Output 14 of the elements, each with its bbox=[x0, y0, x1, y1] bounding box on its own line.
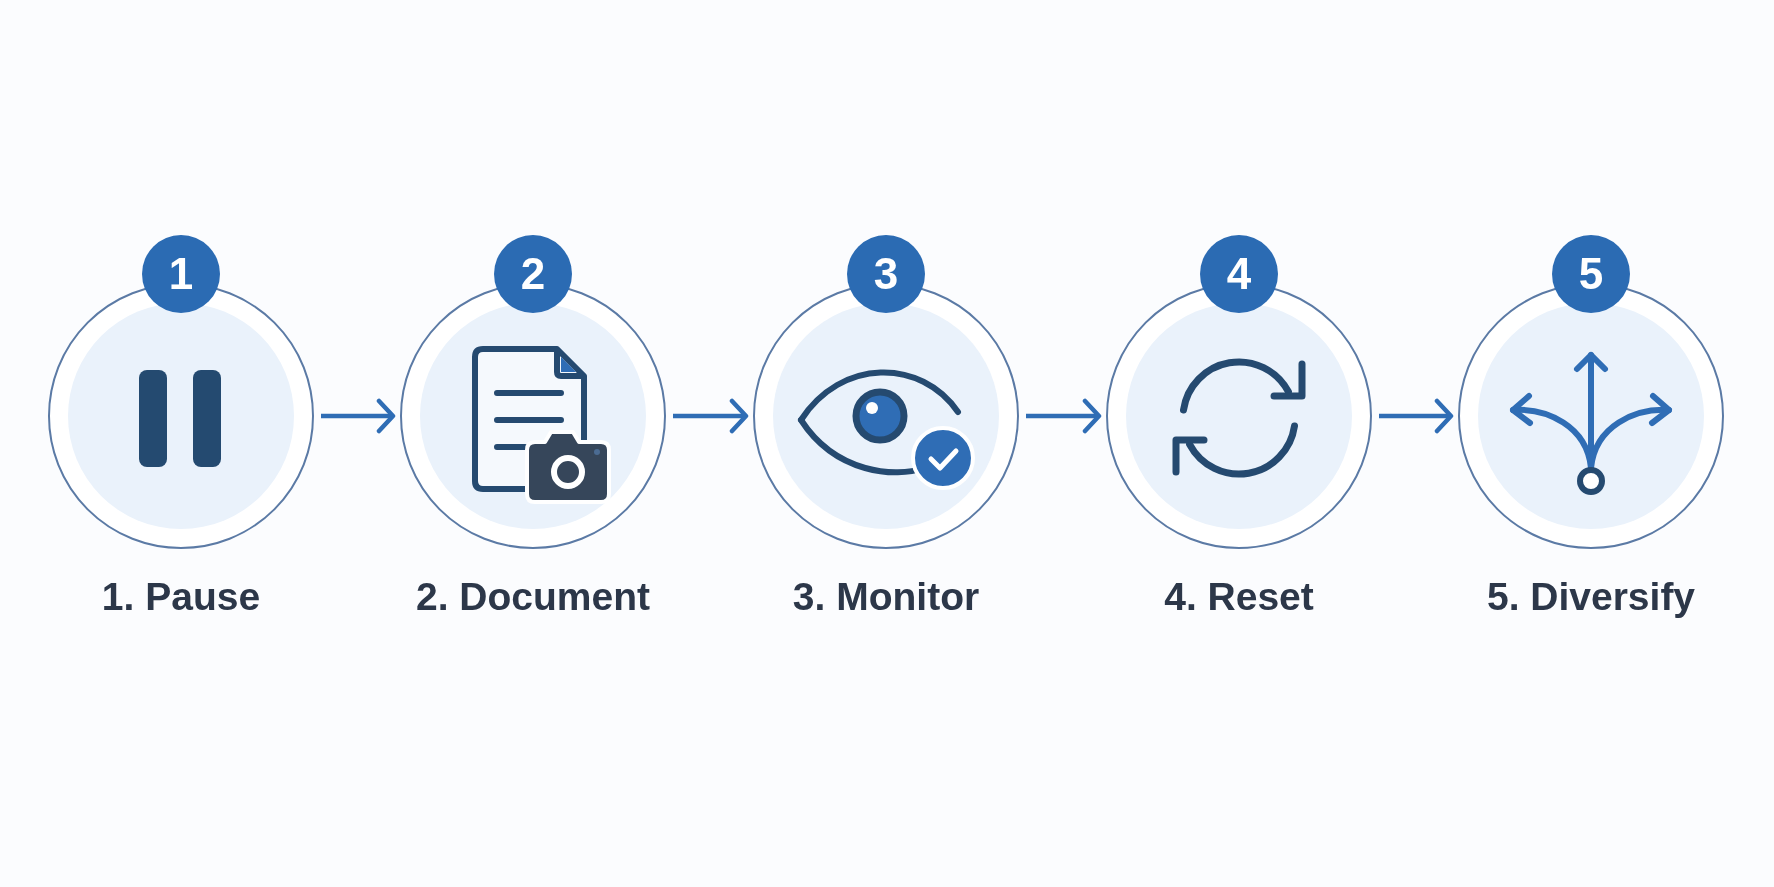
step-label: 3. Monitor bbox=[792, 574, 980, 620]
step-number-badge: 2 bbox=[494, 235, 572, 313]
step-label: 2. Document bbox=[416, 574, 650, 620]
arrow bbox=[1026, 398, 1102, 434]
step-number-badge: 5 bbox=[1552, 235, 1630, 313]
step-number-badge: 4 bbox=[1200, 235, 1278, 313]
arrow bbox=[1379, 398, 1454, 434]
step-label: 1. Pause bbox=[101, 574, 261, 620]
step-number-badge: 3 bbox=[847, 235, 925, 313]
arrow bbox=[321, 398, 396, 434]
step-label: 5. Diversify bbox=[1486, 574, 1696, 620]
arrow bbox=[673, 398, 749, 434]
step-number-badge: 1 bbox=[142, 235, 220, 313]
step-label: 4. Reset bbox=[1164, 574, 1314, 620]
